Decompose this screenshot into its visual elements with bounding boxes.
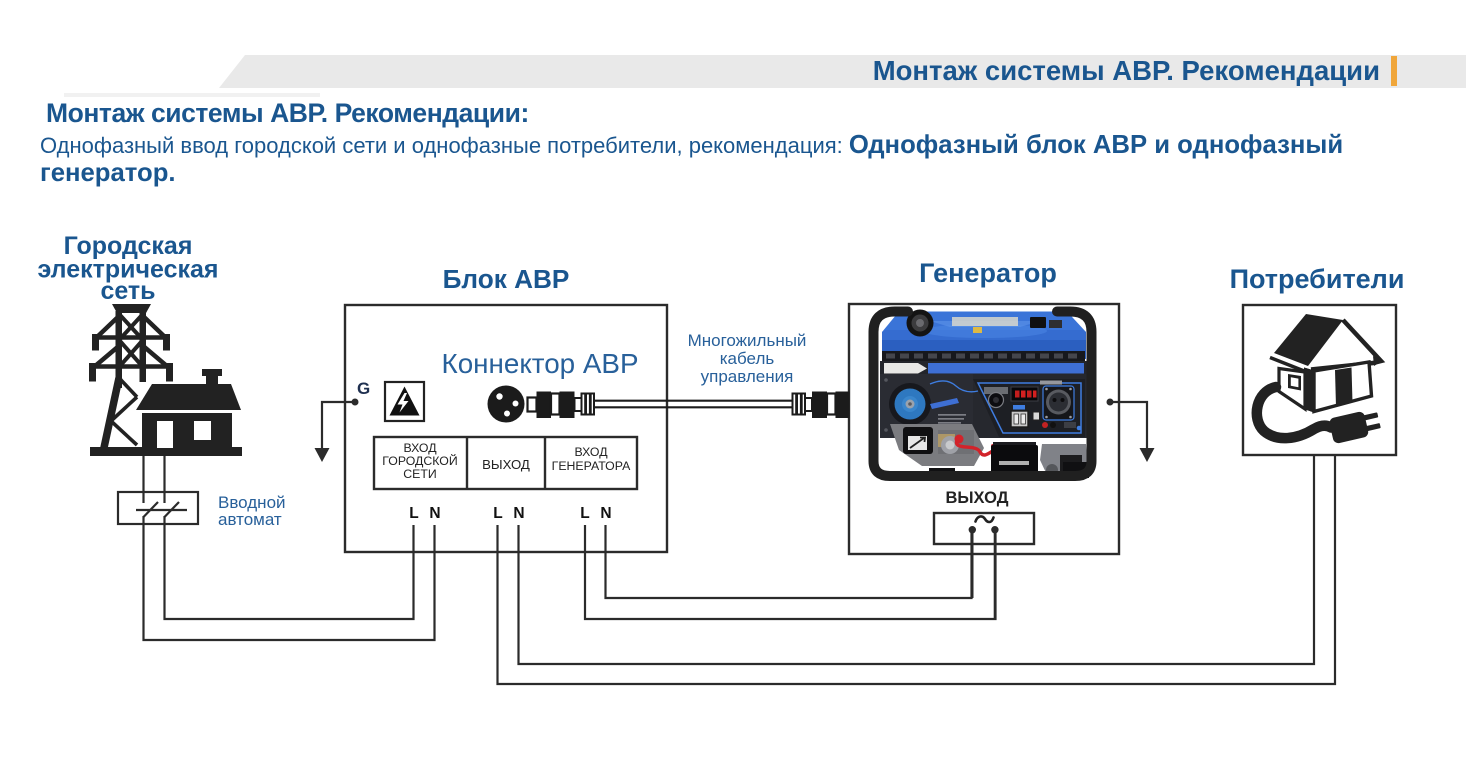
svg-text:Коннектор АВР: Коннектор АВР: [442, 348, 639, 379]
svg-text:L: L: [493, 505, 502, 522]
svg-text:ВХОД: ВХОД: [574, 445, 608, 459]
svg-text:ВЫХОД: ВЫХОД: [482, 457, 530, 472]
svg-text:кабель: кабель: [720, 349, 775, 368]
svg-text:Городская: Городская: [64, 232, 193, 260]
svg-text:генератор.: генератор.: [40, 159, 176, 187]
svg-text:Монтаж системы АВР. Рекомендац: Монтаж системы АВР. Рекомендации: [873, 55, 1380, 86]
svg-text:G: G: [357, 379, 370, 398]
svg-text:Потребители: Потребители: [1230, 264, 1405, 294]
svg-text:ГОРОДСКОЙ: ГОРОДСКОЙ: [382, 453, 457, 468]
svg-text:сеть: сеть: [100, 277, 155, 305]
svg-text:управления: управления: [701, 367, 794, 386]
svg-text:L: L: [409, 505, 418, 522]
svg-text:ВЫХОД: ВЫХОД: [945, 489, 1008, 507]
svg-text:ВХОД: ВХОД: [403, 441, 437, 455]
svg-text:Блок АВР: Блок АВР: [443, 264, 570, 294]
svg-text:Многожильный: Многожильный: [688, 331, 807, 350]
svg-text:Генератор: Генератор: [919, 258, 1057, 288]
svg-text:ГЕНЕРАТОРА: ГЕНЕРАТОРА: [552, 459, 631, 473]
svg-text:N: N: [429, 505, 440, 522]
svg-text:электрическая: электрическая: [37, 256, 218, 284]
svg-text:СЕТИ: СЕТИ: [403, 467, 436, 481]
svg-text:N: N: [600, 505, 611, 522]
svg-text:Вводной: Вводной: [218, 493, 286, 512]
svg-text:Однофазный ввод городской сети: Однофазный ввод городской сети и однофаз…: [40, 131, 1343, 159]
svg-text:L: L: [580, 505, 589, 522]
svg-text:автомат: автомат: [218, 510, 282, 529]
svg-text:N: N: [513, 505, 524, 522]
svg-text:Монтаж системы АВР. Рекомендац: Монтаж системы АВР. Рекомендации:: [46, 98, 529, 128]
